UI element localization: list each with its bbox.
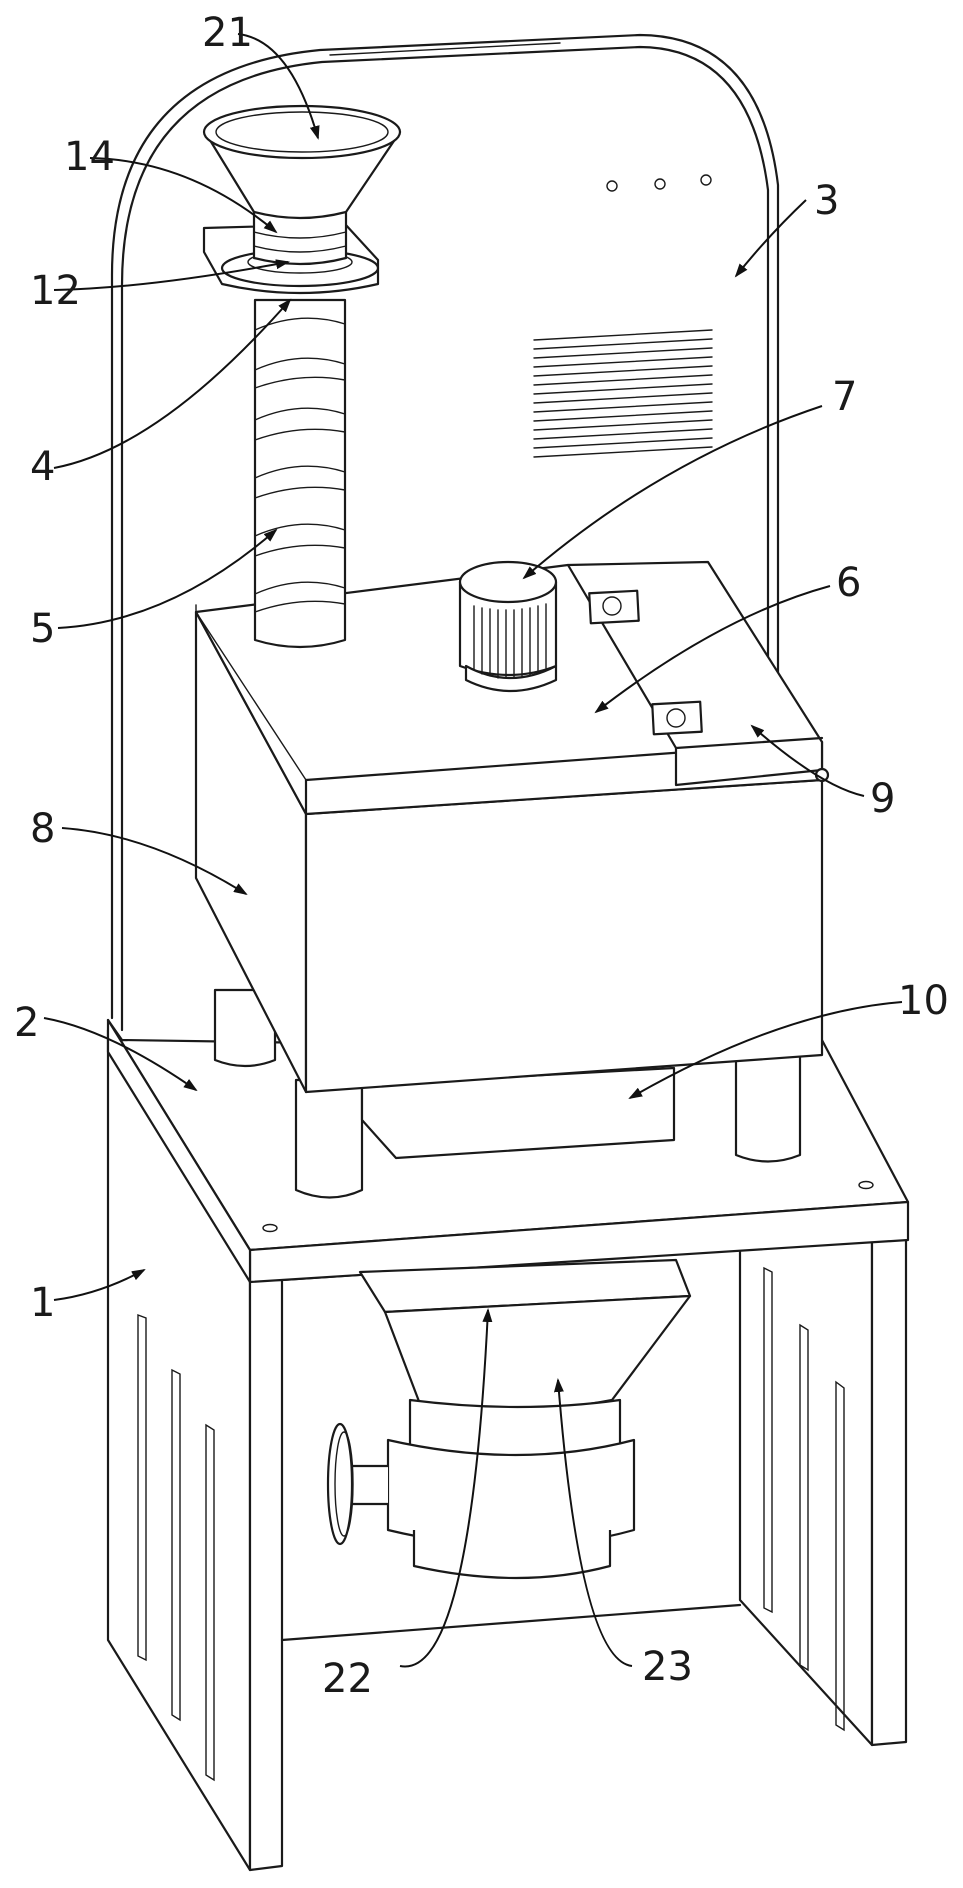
label-2: 2 [14, 1000, 39, 1046]
reference-numerals: 21 14 12 3 7 4 6 5 9 8 10 2 1 22 23 [14, 10, 949, 1702]
rear-housing-panel [110, 33, 780, 1032]
label-21: 10 [898, 978, 949, 1024]
feed-hopper [202, 104, 402, 220]
motor [458, 560, 558, 693]
support-columns [213, 988, 802, 1199]
collecting-hopper [326, 1258, 692, 1580]
label-7: 14 [64, 134, 115, 180]
stand-base [106, 1028, 908, 1872]
discharge-chute [360, 1066, 676, 1160]
label-12: 6 [836, 560, 861, 606]
label-10: 9 [870, 776, 895, 822]
label-22: 22 [322, 1656, 373, 1702]
label-4: 4 [30, 444, 55, 490]
label-6: 12 [30, 268, 81, 314]
label-23: 23 [642, 1644, 693, 1690]
leader-lines [43, 33, 903, 1668]
label-1: 1 [30, 1280, 55, 1326]
label-5: 5 [30, 606, 55, 652]
label-14: 7 [832, 374, 857, 420]
label-9: 8 [30, 806, 55, 852]
spiral-feed-tube [253, 298, 347, 649]
vent-grille [533, 329, 713, 458]
label-8: 21 [202, 10, 253, 56]
label-3: 3 [814, 178, 839, 224]
